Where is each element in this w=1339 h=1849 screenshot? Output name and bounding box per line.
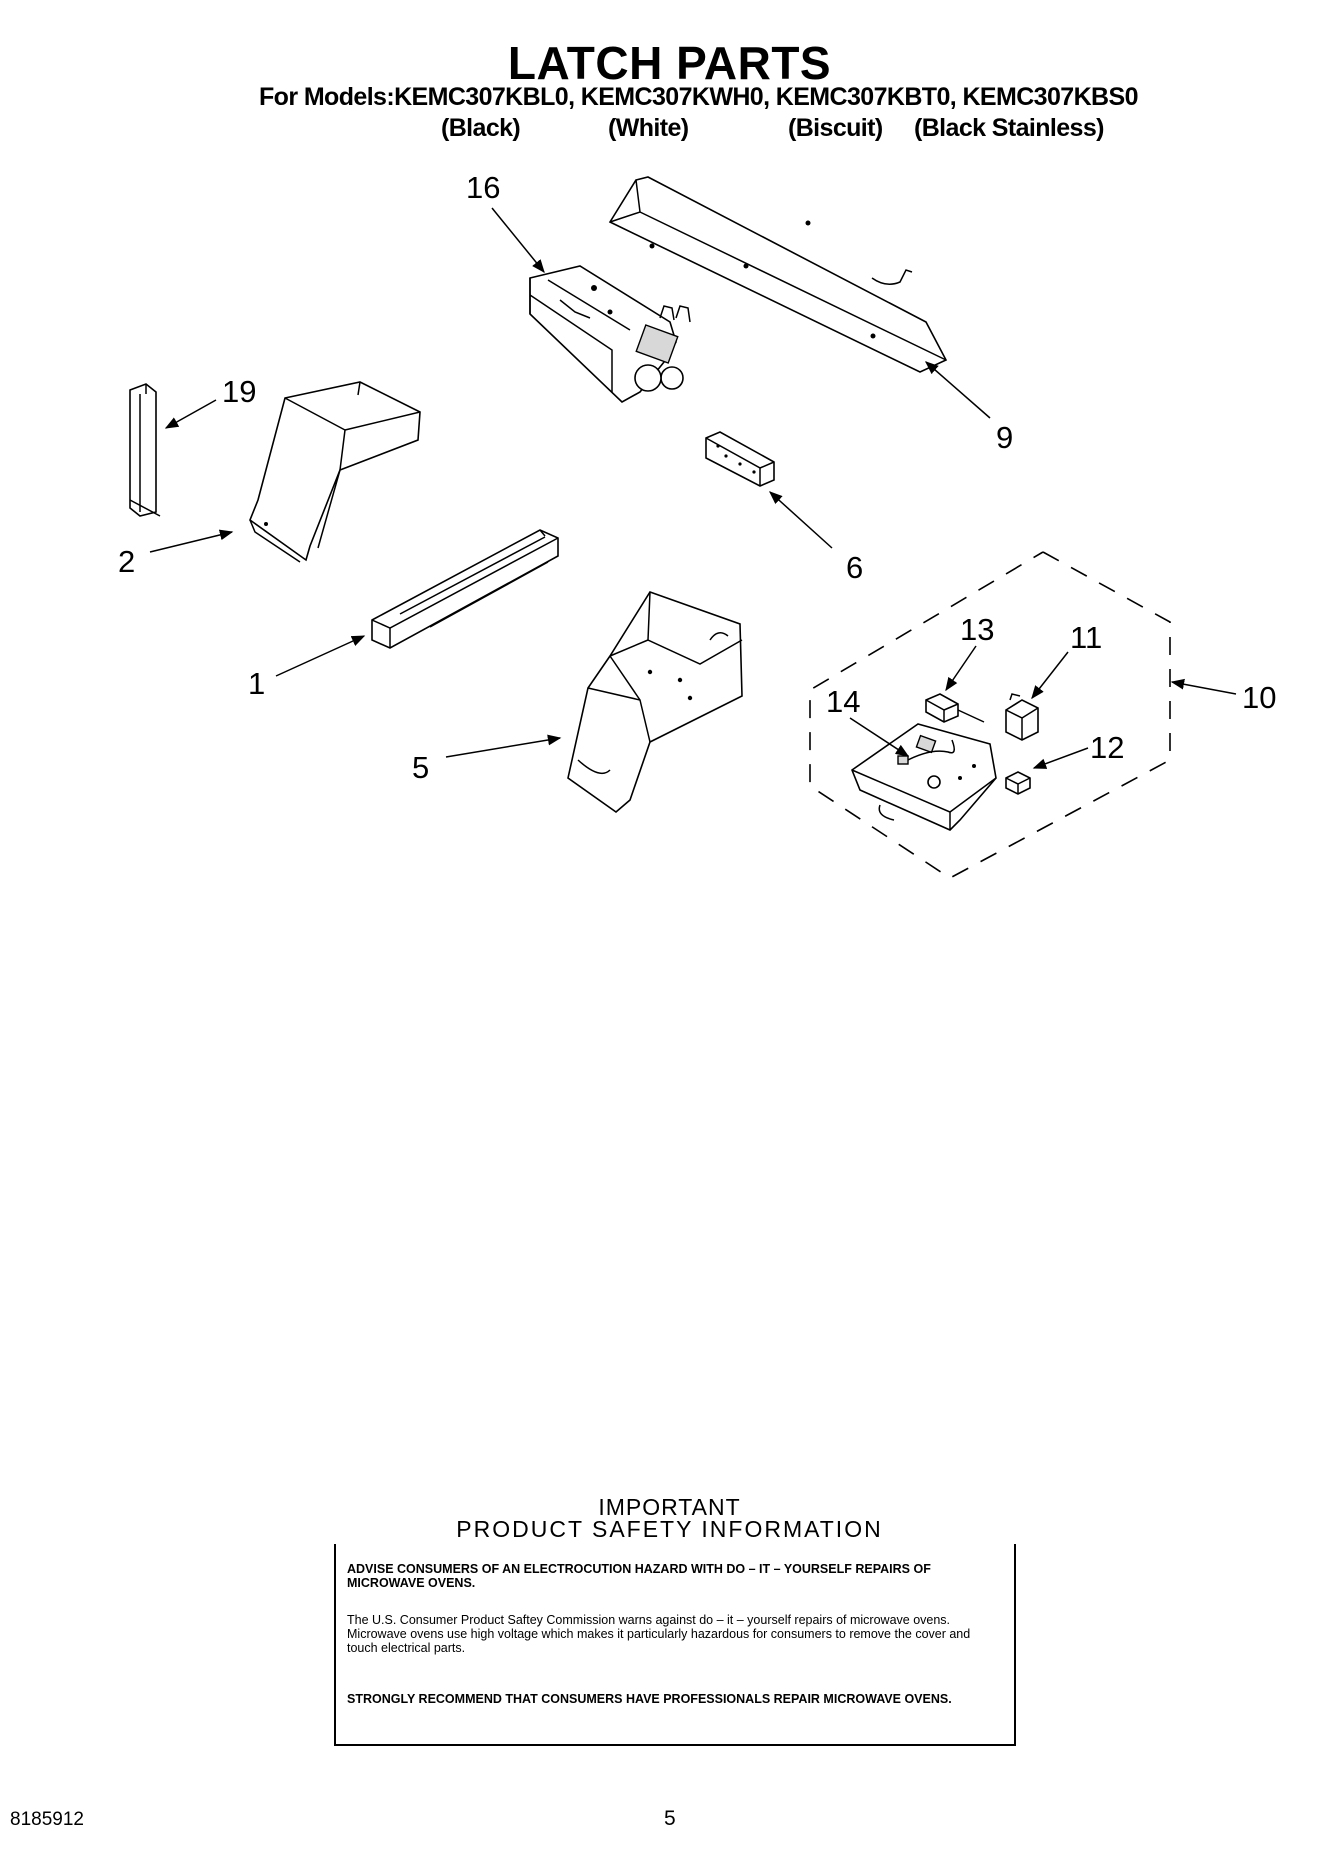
page-title: LATCH PARTS xyxy=(507,37,832,89)
part-5-latch-housing xyxy=(567,591,743,814)
callout-9: 9 xyxy=(996,420,1013,455)
callout-16: 16 xyxy=(466,170,500,205)
leader-lines xyxy=(149,207,1237,769)
page-number: 5 xyxy=(664,1807,676,1830)
safety-body-text: The U.S. Consumer Product Saftey Commiss… xyxy=(347,1613,971,1655)
callout-11: 11 xyxy=(1070,620,1102,655)
callout-6: 6 xyxy=(846,550,863,585)
callout-10: 10 xyxy=(1242,680,1276,715)
part-10-switch-bracket xyxy=(851,723,997,831)
safety-heading: PRODUCT SAFETY INFORMATION xyxy=(456,1516,883,1542)
callout-14: 14 xyxy=(826,684,860,719)
color-label-white: (White) xyxy=(608,114,689,142)
safety-advise-text: ADVISE CONSUMERS OF AN ELECTROCUTION HAZ… xyxy=(347,1562,931,1590)
part-9-latch-cover xyxy=(608,176,948,373)
callout-2: 2 xyxy=(118,544,135,579)
part-13-switch xyxy=(925,693,985,723)
important-heading: IMPORTANT xyxy=(598,1494,741,1520)
color-label-black: (Black) xyxy=(441,114,521,142)
models-line: For Models:KEMC307KBL0, KEMC307KWH0, KEM… xyxy=(259,83,1138,111)
part-10-interlock-group-outline xyxy=(809,551,1171,879)
callout-12: 12 xyxy=(1090,730,1124,765)
part-12-switch xyxy=(1005,771,1031,795)
safety-recommend-text: STRONGLY RECOMMEND THAT CONSUMERS HAVE P… xyxy=(347,1692,952,1706)
part-16-latch-assembly xyxy=(529,265,691,403)
callout-5: 5 xyxy=(412,750,429,785)
exploded-view-diagram: 16 19 9 2 6 1 13 11 14 10 12 5 xyxy=(118,170,1276,879)
part-19-latch-bracket xyxy=(129,383,161,517)
color-label-biscuit: (Biscuit) xyxy=(788,114,883,142)
part-6-latch-block xyxy=(705,431,775,487)
part-2-door-hook-cover xyxy=(249,381,421,563)
part-11-switch xyxy=(1005,693,1039,741)
document-number: 8185912 xyxy=(10,1809,84,1830)
callout-13: 13 xyxy=(960,612,994,647)
callout-19: 19 xyxy=(222,374,256,409)
safety-info-box: ADVISE CONSUMERS OF AN ELECTROCUTION HAZ… xyxy=(334,1544,1016,1746)
part-1-slide-bar xyxy=(371,529,559,649)
color-label-black-stainless: (Black Stainless) xyxy=(914,114,1104,142)
callout-1: 1 xyxy=(248,666,265,701)
